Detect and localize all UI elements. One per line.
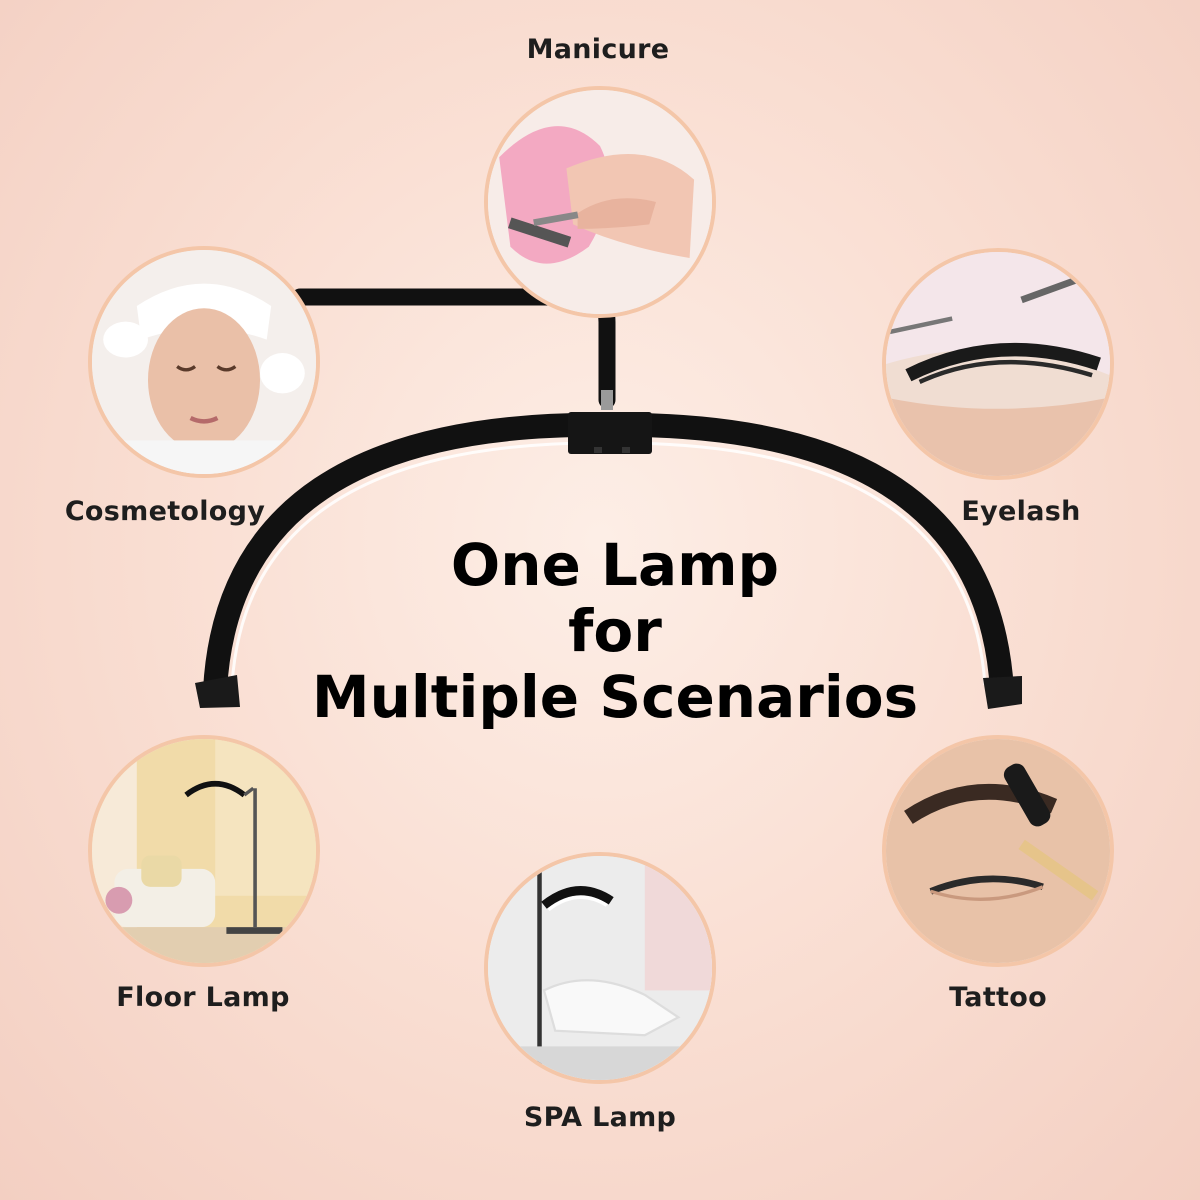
headline-line-2: for xyxy=(568,597,662,665)
tattoo-label: Tattoo xyxy=(949,982,1047,1013)
manicure-label: Manicure xyxy=(526,34,670,65)
eyelash-label: Eyelash xyxy=(961,496,1081,527)
headline: One Lamp for Multiple Scenarios xyxy=(312,532,918,730)
floor-lamp-label: Floor Lamp xyxy=(116,982,290,1013)
eyelash-photo xyxy=(882,248,1114,480)
floor-lamp-photo xyxy=(88,735,320,967)
headline-line-1: One Lamp xyxy=(450,531,780,599)
cosmetology-label: Cosmetology xyxy=(64,496,266,527)
manicure-photo xyxy=(484,86,716,318)
cosmetology-photo xyxy=(88,246,320,478)
tattoo-photo xyxy=(882,735,1114,967)
spa-lamp-label: SPA Lamp xyxy=(523,1102,677,1133)
spa-lamp-photo xyxy=(484,852,716,1084)
headline-line-3: Multiple Scenarios xyxy=(311,663,919,731)
